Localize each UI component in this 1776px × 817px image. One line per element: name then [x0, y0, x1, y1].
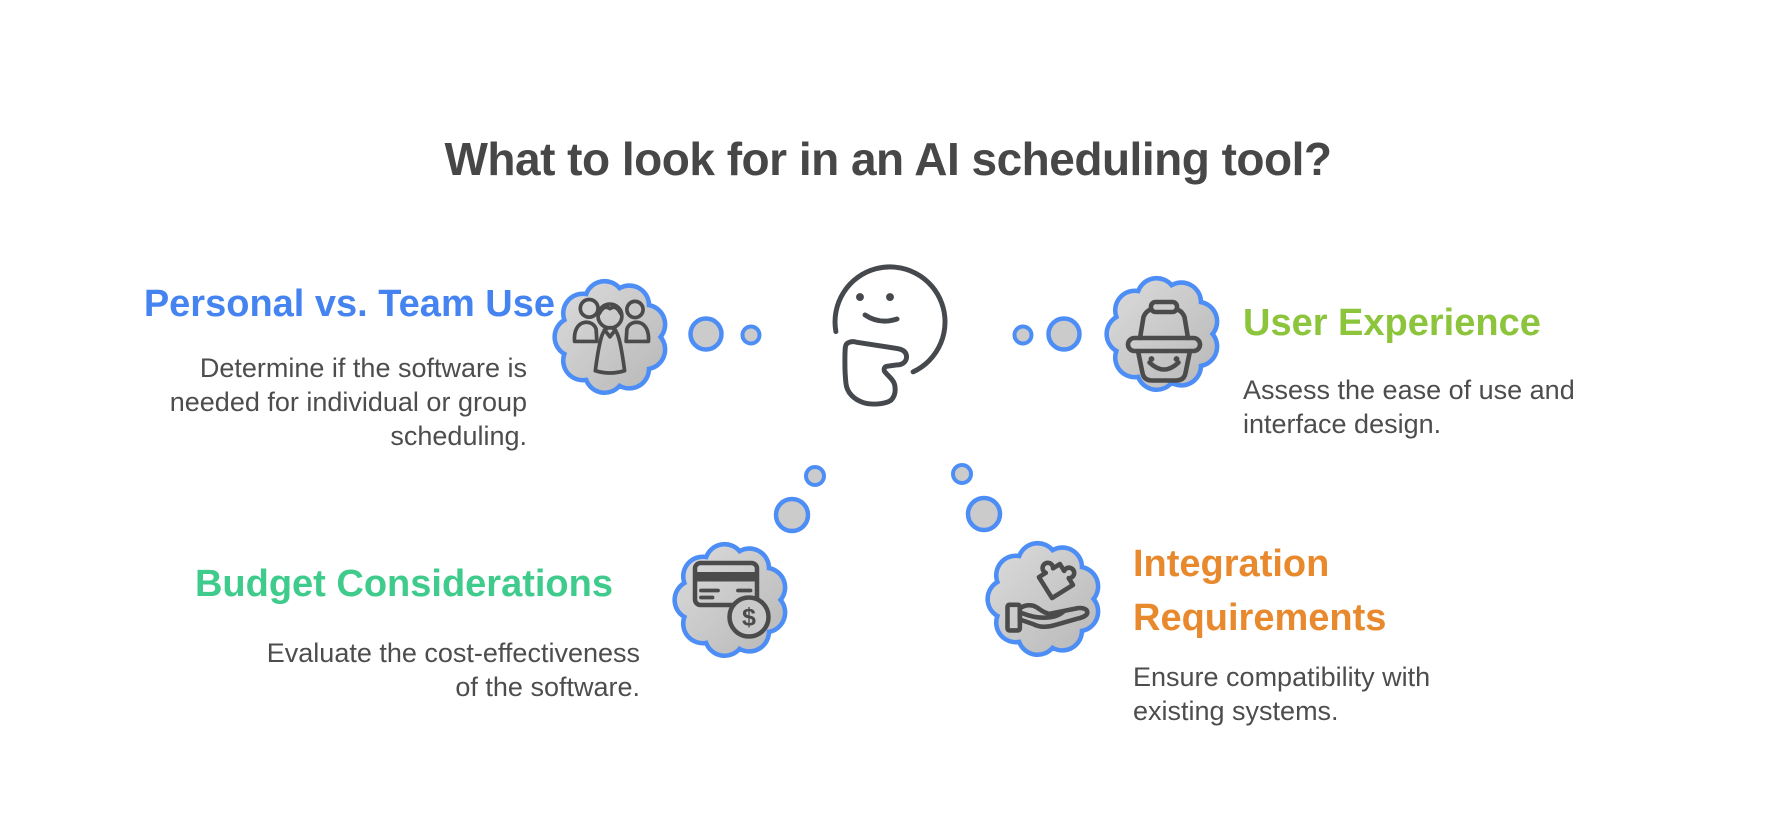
section-description-user-experience: Assess the ease of use and interface des…	[1243, 375, 1575, 439]
page-title: What to look for in an AI scheduling too…	[444, 132, 1332, 185]
hand-holding-puzzle-icon	[1005, 560, 1090, 633]
cloud-user-experience	[1107, 278, 1217, 390]
thought-bubble-dots	[688, 316, 1082, 534]
thinking-face-icon	[832, 264, 948, 407]
section-title-user-experience: User Experience	[1243, 302, 1541, 344]
smiling-basket-icon	[1125, 299, 1203, 383]
team-group-icon	[572, 297, 651, 375]
face-eye-right	[886, 293, 894, 301]
face-hand	[842, 339, 909, 407]
section-description-budget-considerations: Evaluate the cost-effectiveness of the s…	[266, 638, 640, 702]
section-title-budget-considerations: Budget Considerations	[194, 563, 613, 605]
section-description-integration-requirements: Ensure compatibility with existing syste…	[1133, 662, 1431, 726]
section-title-personal-vs-team-use: Personal vs. Team Use	[143, 283, 555, 325]
section-description-personal-vs-team-use: Determine if the software is needed for …	[169, 353, 527, 451]
svg-text:$: $	[742, 604, 756, 632]
face-head	[832, 264, 948, 375]
section-title-integration-requirements: Integration Requirements	[1133, 543, 1387, 639]
face-eye-left	[856, 293, 864, 301]
face-frown	[862, 312, 900, 324]
credit-card-dollar-icon: $	[692, 560, 771, 639]
cloud-integration	[988, 543, 1098, 655]
